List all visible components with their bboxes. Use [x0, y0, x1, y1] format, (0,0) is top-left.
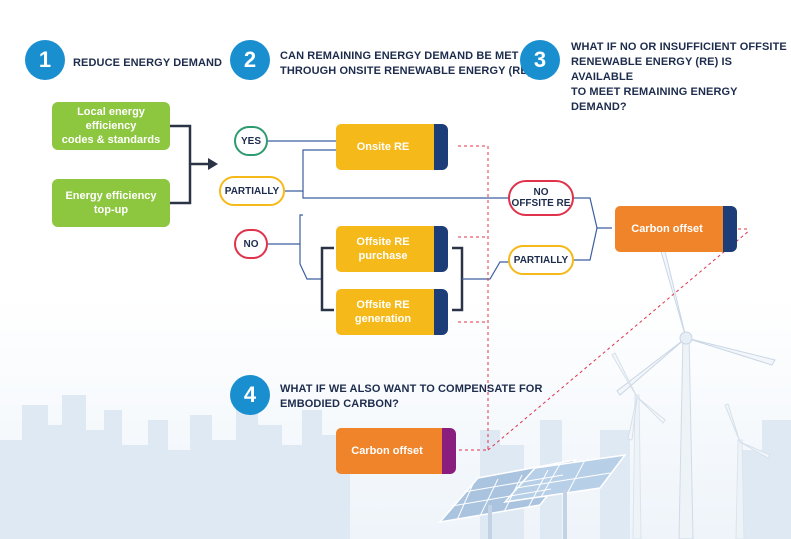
step-4-title: WHAT IF WE ALSO WANT TO COMPENSATE FOR E… [280, 382, 543, 412]
step-2-yes-pill: YES [234, 126, 268, 156]
energy-efficiency-topup-line-1: Energy efficiency [65, 190, 157, 202]
step-4-carbon-offset-label: Carbon offset [351, 445, 423, 457]
local-efficiency-codes-line-2: codes & standards [61, 134, 161, 146]
step-2-title: CAN REMAINING ENERGY DEMAND BE MET THROU… [280, 49, 538, 79]
solar-panels [438, 453, 627, 539]
local-efficiency-codes-line-1: Local energy efficiency [77, 106, 145, 132]
offsite-re-purchase-line-2: purchase [358, 250, 408, 262]
onsite-re-tab [434, 124, 448, 170]
offsite-re-generation-line-1: Offsite RE [356, 299, 410, 311]
onsite-re-label: Onsite RE [356, 141, 410, 153]
step-2-partially-pill: PARTIALLY [219, 176, 285, 206]
step-1-number: 1 [25, 40, 65, 80]
step-2-title-line-2: THROUGH ONSITE RENEWABLE ENERGY (RE)? [280, 65, 539, 77]
step-3-title: WHAT IF NO OR INSUFFICIENT OFFSITE RENEW… [571, 40, 791, 115]
offsite-re-generation-tab [434, 289, 448, 335]
step-3-partially-pill: PARTIALLY [508, 245, 574, 275]
wind-turbines [611, 246, 776, 539]
step-4-carbon-offset-tab [442, 428, 456, 474]
step-4-title-line-2: EMBODIED CARBON? [280, 398, 399, 410]
step-3-no-line-2: OFFSITE RE [511, 198, 571, 209]
offsite-re-generation-box: Offsite RE generation [336, 289, 448, 335]
step-3-title-line-1: WHAT IF NO OR INSUFFICIENT OFFSITE [571, 41, 787, 53]
offsite-re-purchase-tab [434, 226, 448, 272]
step-4-title-line-1: WHAT IF WE ALSO WANT TO COMPENSATE FOR [280, 383, 543, 395]
step-3-no-offsite-pill: NO OFFSITE RE [508, 180, 574, 216]
offsite-re-purchase-line-1: Offsite RE [356, 236, 410, 248]
step-3-title-line-2: RENEWABLE ENERGY (RE) IS AVAILABLE [571, 56, 733, 83]
step-3-carbon-offset-label: Carbon offset [631, 223, 703, 235]
step-3-title-line-3: TO MEET REMAINING ENERGY DEMAND? [571, 86, 738, 113]
step-2-no-pill: NO [234, 229, 268, 259]
step-4-carbon-offset-box: Carbon offset [336, 428, 456, 474]
offsite-re-purchase-box: Offsite RE purchase [336, 226, 448, 272]
step-2-title-line-1: CAN REMAINING ENERGY DEMAND BE MET [280, 50, 519, 62]
step-3-number: 3 [520, 40, 560, 80]
local-efficiency-codes-box: Local energy efficiency codes & standard… [52, 102, 170, 150]
step-3-carbon-offset-tab [723, 206, 737, 252]
energy-efficiency-topup-box: Energy efficiency top-up [52, 179, 170, 227]
offsite-re-generation-line-2: generation [354, 313, 412, 325]
energy-efficiency-topup-line-2: top-up [93, 204, 129, 216]
step-3-no-line-1: NO [533, 187, 549, 198]
step-4-number: 4 [230, 375, 270, 415]
onsite-re-box: Onsite RE [336, 124, 448, 170]
step-2-number: 2 [230, 40, 270, 80]
arrow-head-icon [208, 158, 218, 170]
step-1-title: REDUCE ENERGY DEMAND [73, 57, 223, 69]
step-3-carbon-offset-box: Carbon offset [615, 206, 737, 252]
